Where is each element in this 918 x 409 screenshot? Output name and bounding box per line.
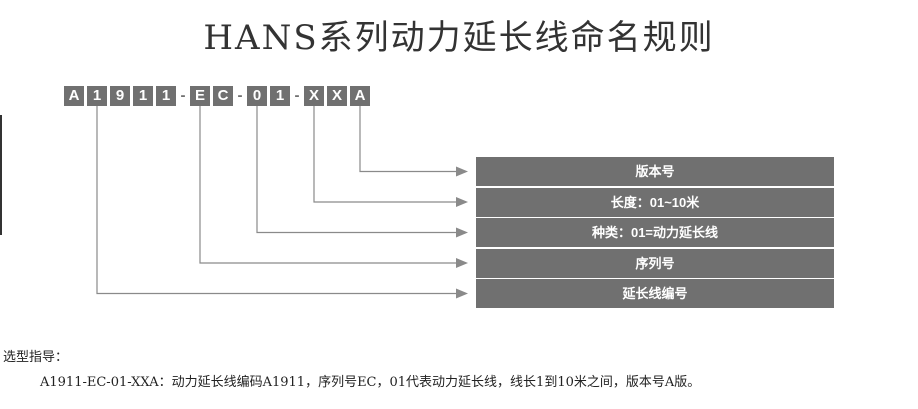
code-char: 1	[133, 86, 153, 106]
field-box: 版本号	[476, 157, 834, 186]
code-char: X	[304, 86, 324, 106]
connector-line	[359, 106, 466, 173]
connector-line	[256, 106, 466, 234]
code-char: A	[350, 86, 370, 106]
arrow-head-icon	[456, 258, 468, 268]
code-char: C	[213, 86, 233, 106]
arrow-head-icon	[456, 197, 468, 207]
arrow-head-icon	[456, 288, 468, 299]
left-divider	[0, 115, 2, 235]
code-separator: -	[180, 87, 186, 104]
guide-label: 选型指导：	[3, 350, 69, 365]
code-char: X	[327, 86, 347, 106]
field-box: 长度：01~10米	[476, 187, 834, 217]
code-char: 1	[270, 86, 290, 106]
code-char: 0	[247, 86, 267, 106]
page-title: HANS系列动力延长线命名规则	[203, 18, 715, 58]
field-box: 序列号	[476, 248, 834, 278]
code-char: A	[64, 86, 84, 106]
connector-line	[313, 106, 466, 203]
field-box: 延长线编号	[476, 279, 834, 308]
arrow-head-icon	[456, 227, 468, 238]
connector-line	[199, 106, 466, 264]
code-separator: -	[237, 87, 243, 104]
code-char: 1	[87, 86, 107, 106]
code-char: 1	[156, 86, 176, 106]
guide-text: A1911-EC-01-XXA：动力延长线编码A1911，序列号EC，01代表动…	[40, 375, 701, 390]
code-char: E	[190, 86, 210, 106]
code-separator: -	[294, 87, 300, 104]
code-char: 9	[110, 86, 130, 106]
field-box: 种类：01=动力延长线	[476, 218, 834, 247]
connector-line	[96, 106, 466, 295]
arrow-head-icon	[456, 166, 468, 177]
